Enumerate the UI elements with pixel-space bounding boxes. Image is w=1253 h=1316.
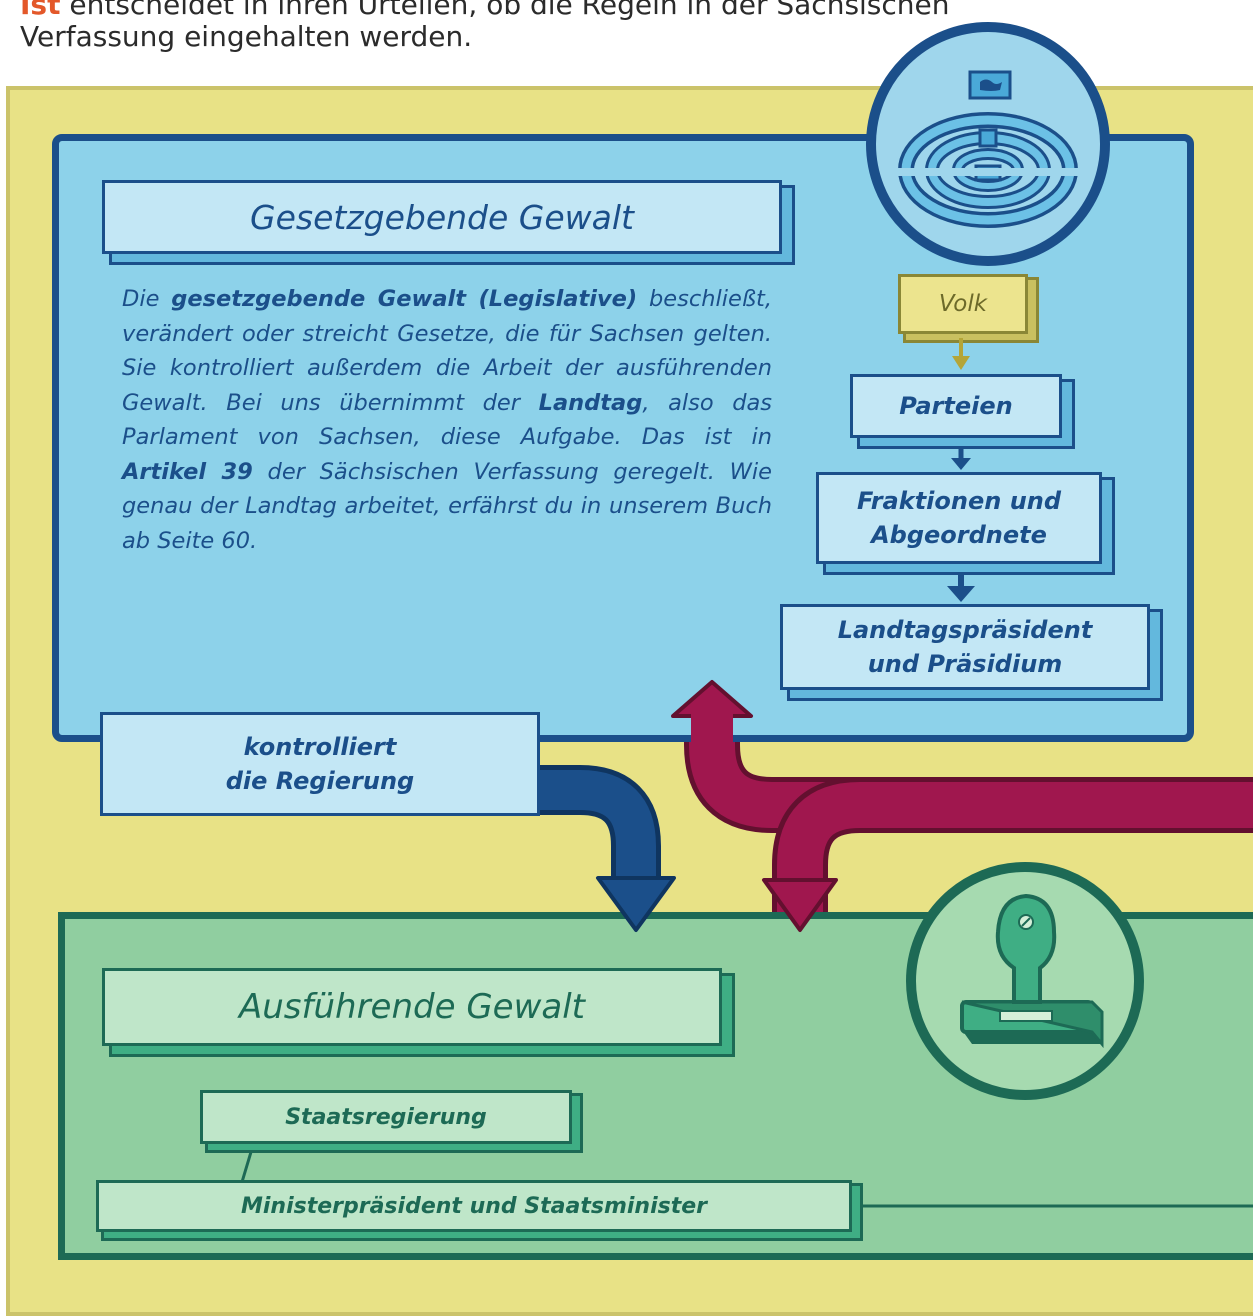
- para-part: , also das Parlament von Sachsen, diese …: [122, 389, 772, 451]
- control-label-box: kontrolliert die Regierung: [100, 712, 540, 816]
- executive-title: Ausführende Gewalt: [102, 968, 722, 1046]
- minister-box: Ministerpräsident und Staatsminister: [96, 1180, 852, 1232]
- para-part: der Sächsischen Verfassung geregelt. Wie…: [122, 458, 772, 554]
- para-bold-legislative: gesetzgebende Gewalt (Legislative): [171, 286, 638, 312]
- fraktionen-line-1: Fraktionen und: [856, 487, 1062, 515]
- control-line-1: kontrolliert: [243, 733, 397, 761]
- parliament-icon: [866, 22, 1110, 266]
- legislative-description: Die gesetzgebende Gewalt (Legislative) b…: [122, 282, 772, 558]
- para-bold-landtag: Landtag: [538, 389, 643, 416]
- para-part: beschließt, verändert oder streicht Gese…: [122, 286, 772, 416]
- intro-line-2: Verfassung eingehalten werden.: [20, 20, 473, 53]
- fraktionen-line-2: Abgeordnete: [871, 521, 1047, 549]
- legislative-title: Gesetzgebende Gewalt: [102, 180, 782, 254]
- intro-line-1: Ist entscheidet in ihren Urteilen, ob di…: [20, 0, 950, 21]
- volk-box: Volk: [898, 274, 1028, 334]
- stamp-icon: [906, 862, 1144, 1100]
- intro-highlight: Ist: [20, 0, 61, 21]
- control-line-2: die Regierung: [225, 767, 415, 795]
- stamp-shape-icon: [960, 893, 1104, 1049]
- praesident-line-1: Landtagspräsident: [837, 616, 1093, 644]
- praesident-line-2: und Präsidium: [867, 650, 1063, 678]
- praesident-box: Landtagspräsident und Präsidium: [780, 604, 1150, 690]
- para-bold-artikel: Artikel 39: [122, 458, 253, 485]
- parliament-seats-icon: [896, 70, 1080, 228]
- fraktionen-box: Fraktionen und Abgeordnete: [816, 472, 1102, 564]
- parteien-box: Parteien: [850, 374, 1062, 438]
- para-part: Die: [122, 286, 172, 312]
- intro-line-1-text: entscheidet in ihren Urteilen, ob die Re…: [60, 0, 950, 21]
- staatsregierung-box: Staatsregierung: [200, 1090, 572, 1144]
